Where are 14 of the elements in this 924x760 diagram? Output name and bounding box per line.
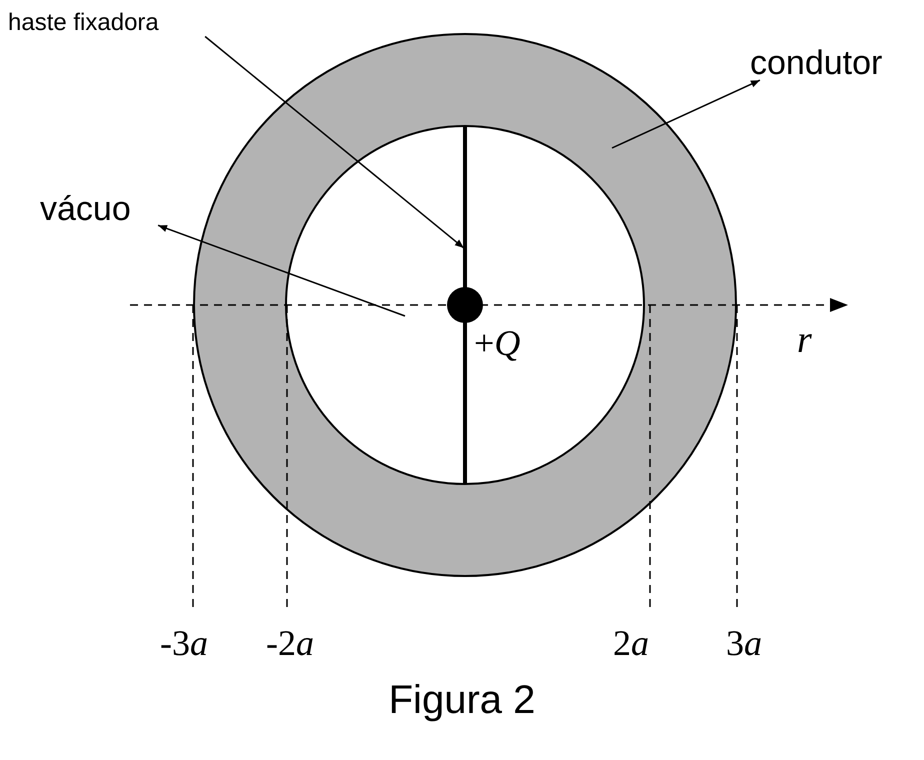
support-rod	[463, 127, 467, 483]
tick-label: 3a	[726, 622, 762, 664]
leader-line	[204, 36, 464, 249]
part-label: condutor	[750, 43, 915, 83]
charge-label: +Q	[474, 322, 520, 364]
tick-label: -2a	[266, 622, 314, 664]
part-label: haste fixadora	[8, 8, 233, 38]
leader-line	[158, 224, 406, 317]
axis-label: r	[797, 318, 812, 362]
figure-caption: Figura 2	[388, 678, 536, 723]
tick-label: 2a	[613, 622, 649, 664]
tick-label: -3a	[160, 622, 208, 664]
leader-line	[612, 80, 760, 149]
part-label: vácuo	[40, 190, 163, 228]
